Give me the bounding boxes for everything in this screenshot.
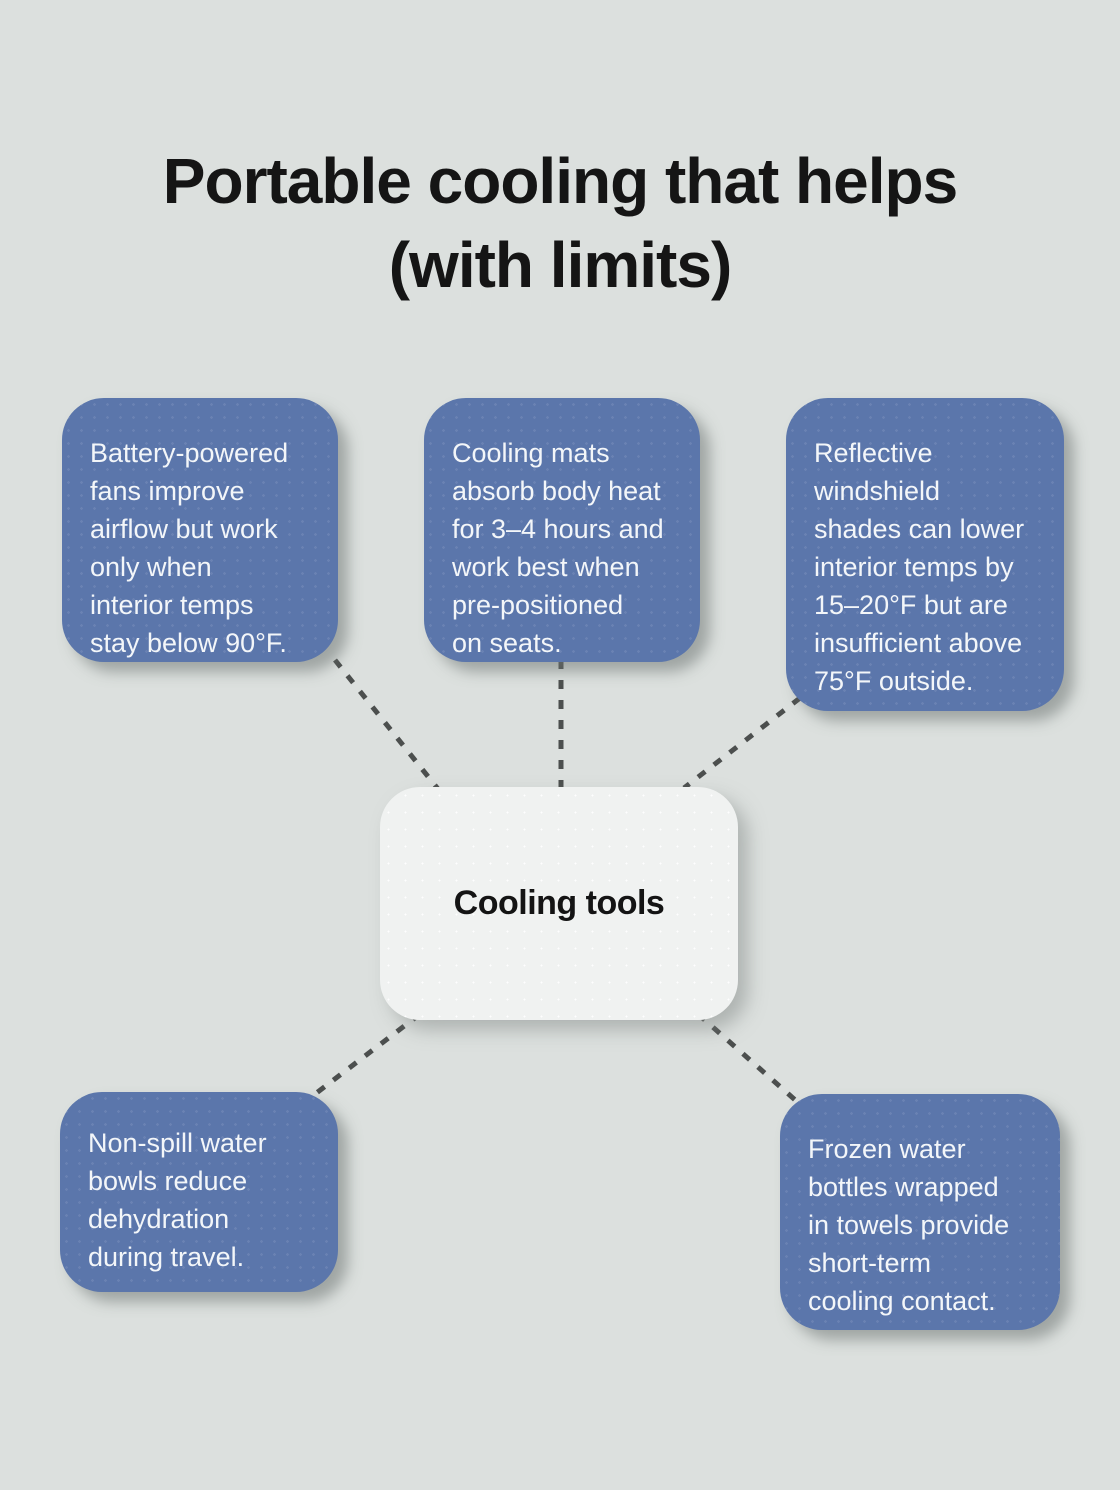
node-battery-fans: Battery-powered fans improve airflow but… <box>62 398 338 662</box>
node-windshield-shades-text: Reflective windshield shades can lower i… <box>814 438 1025 696</box>
node-frozen-bottles: Frozen water bottles wrapped in towels p… <box>780 1094 1060 1330</box>
connector-shades-center <box>682 696 802 790</box>
node-cooling-mats-text: Cooling mats absorb body heat for 3–4 ho… <box>452 438 664 658</box>
node-water-bowls: Non-spill water bowls reduce dehydration… <box>60 1092 338 1292</box>
connector-fans-center <box>333 658 444 796</box>
node-battery-fans-text: Battery-powered fans improve airflow but… <box>90 438 289 658</box>
node-frozen-bottles-text: Frozen water bottles wrapped in towels p… <box>808 1134 1010 1316</box>
node-water-bowls-text: Non-spill water bowls reduce dehydration… <box>88 1128 267 1272</box>
node-cooling-mats: Cooling mats absorb body heat for 3–4 ho… <box>424 398 700 662</box>
page-title: Portable cooling that helps (with limits… <box>162 144 958 302</box>
connector-center-bottles <box>696 1012 804 1108</box>
center-node-label: Cooling tools <box>453 884 665 922</box>
node-center-cooling-tools: Cooling tools <box>380 787 738 1020</box>
connector-center-bowls <box>300 1012 422 1106</box>
node-windshield-shades: Reflective windshield shades can lower i… <box>786 398 1064 711</box>
